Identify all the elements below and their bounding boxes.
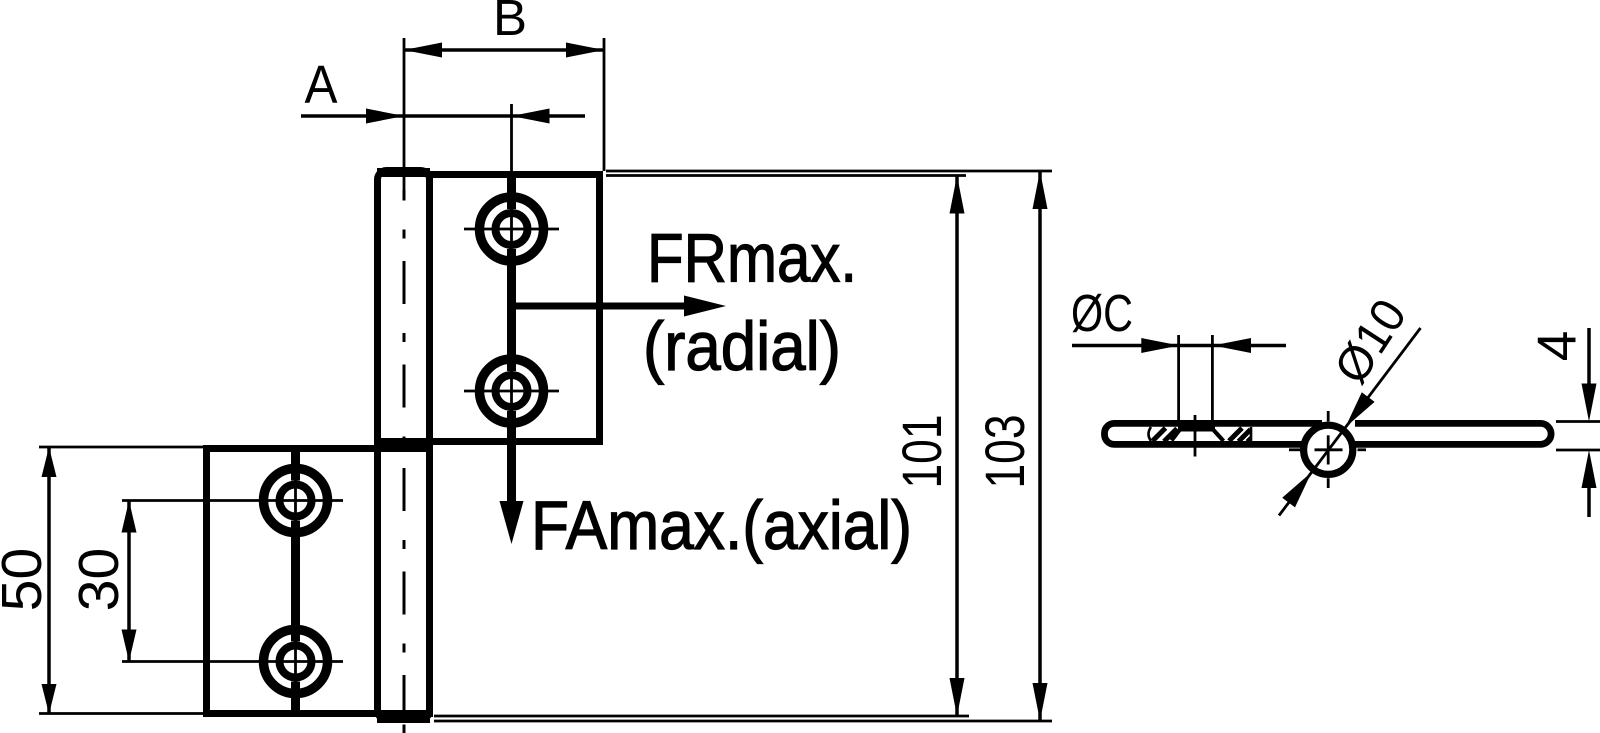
svg-text:103: 103 bbox=[973, 415, 1036, 489]
svg-text:ØC: ØC bbox=[1071, 285, 1133, 343]
svg-text:101: 101 bbox=[890, 415, 953, 489]
svg-text:50: 50 bbox=[0, 548, 54, 611]
svg-text:30: 30 bbox=[67, 548, 131, 611]
svg-text:4: 4 bbox=[1526, 331, 1588, 362]
svg-text:B: B bbox=[493, 0, 527, 46]
svg-text:A: A bbox=[305, 55, 338, 115]
svg-text:(radial): (radial) bbox=[643, 308, 841, 385]
svg-text:FAmax.(axial): FAmax.(axial) bbox=[531, 487, 912, 564]
svg-text:FRmax.: FRmax. bbox=[647, 220, 857, 297]
